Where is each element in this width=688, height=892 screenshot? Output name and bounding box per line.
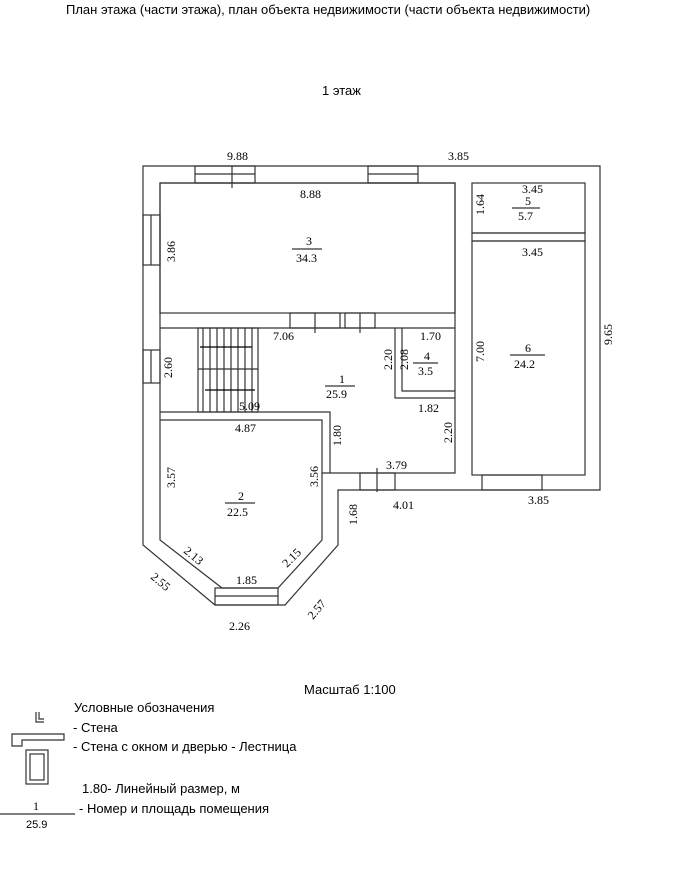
dimension-label: 2.20 <box>441 422 455 443</box>
legend-icons <box>0 712 75 815</box>
plan-line <box>471 232 586 242</box>
dimension-label: 3.45 <box>522 245 543 259</box>
room-area: 25.9 <box>326 387 347 401</box>
dimension-label: 2.13 <box>181 544 206 568</box>
dimension-label: 3.57 <box>164 467 178 488</box>
dimension-label: 4.01 <box>393 498 414 512</box>
dimension-label: 2.20 <box>381 349 395 370</box>
dimension-label: 1.70 <box>420 329 441 343</box>
legend-linear: 1.80- Линейный размер, м <box>82 781 240 796</box>
dimension-labels: 9.88 3.85 8.88 3.86 3.45 1.64 3.45 7.00 … <box>148 149 615 633</box>
dimension-label: 7.06 <box>273 329 294 343</box>
dimension-label: 2.08 <box>397 349 411 370</box>
dimension-label: 1.85 <box>236 573 257 587</box>
scale-label: Масштаб 1:100 <box>304 682 396 697</box>
plan-line <box>38 712 44 720</box>
dimension-label: 2.55 <box>148 570 173 594</box>
dimension-label: 9.65 <box>601 324 615 345</box>
room-4-outline <box>394 328 455 399</box>
room-number: 2 <box>238 489 244 503</box>
plan-line <box>25 749 49 785</box>
plan-line <box>197 327 259 413</box>
legend-room: - Номер и площадь помещения <box>79 801 270 816</box>
legend-title: Условные обозначения <box>74 700 215 715</box>
page-title: План этажа (части этажа), план объекта н… <box>66 2 591 17</box>
dimension-label: 1.68 <box>346 504 360 525</box>
dimension-label: 3.86 <box>164 241 178 262</box>
room-area: 5.7 <box>518 209 533 223</box>
dimension-label: 2.15 <box>279 545 304 570</box>
dimension-label: 4.87 <box>235 421 256 435</box>
plan-line <box>35 712 44 723</box>
legend-sample-number: 1 <box>33 799 39 813</box>
dimension-label: 3.79 <box>386 458 407 472</box>
room-number: 6 <box>525 341 531 355</box>
room-labels: 3 34.3 125.9 2 22.5 43.5 55.7 6 24.2 <box>225 194 545 519</box>
legend-wall: - Стена <box>73 720 118 735</box>
room-area: 34.3 <box>296 251 317 265</box>
room-area: 24.2 <box>514 357 535 371</box>
plan-line <box>29 753 45 781</box>
dimension-label: 8.88 <box>300 187 321 201</box>
dimension-label: 3.85 <box>448 149 469 163</box>
dimension-label: 2.60 <box>161 357 175 378</box>
staircase-icon <box>197 327 259 413</box>
plan-line <box>481 474 543 491</box>
dimension-label: 9.88 <box>227 149 248 163</box>
floor-label: 1 этаж <box>322 83 361 98</box>
dimension-label: 1.82 <box>418 401 439 415</box>
dimension-label: 3.45 <box>522 182 543 196</box>
dimension-label: 1.64 <box>473 194 487 215</box>
dimension-label: 1.80 <box>330 425 344 446</box>
dimension-label: 2.26 <box>229 619 250 633</box>
dimension-label: 3.85 <box>528 493 549 507</box>
room-area: 3.5 <box>418 364 433 378</box>
dimension-label: 5.09 <box>239 399 260 413</box>
dimension-label: 3.56 <box>307 466 321 487</box>
legend-wall-window: - Стена с окном и дверью - Лестница <box>73 739 297 754</box>
room-3-outline <box>159 182 456 314</box>
plan-line <box>11 733 65 747</box>
room-number: 3 <box>306 234 312 248</box>
legend-sample-area: 25.9 <box>26 819 48 831</box>
windows <box>142 165 586 606</box>
dimension-label: 7.00 <box>473 341 487 362</box>
room-number: 1 <box>339 372 345 386</box>
room-area: 22.5 <box>227 505 248 519</box>
room-number: 5 <box>525 194 531 208</box>
room-number: 4 <box>424 349 430 363</box>
outer-wall <box>142 165 601 606</box>
dimension-label: 2.57 <box>305 597 329 622</box>
